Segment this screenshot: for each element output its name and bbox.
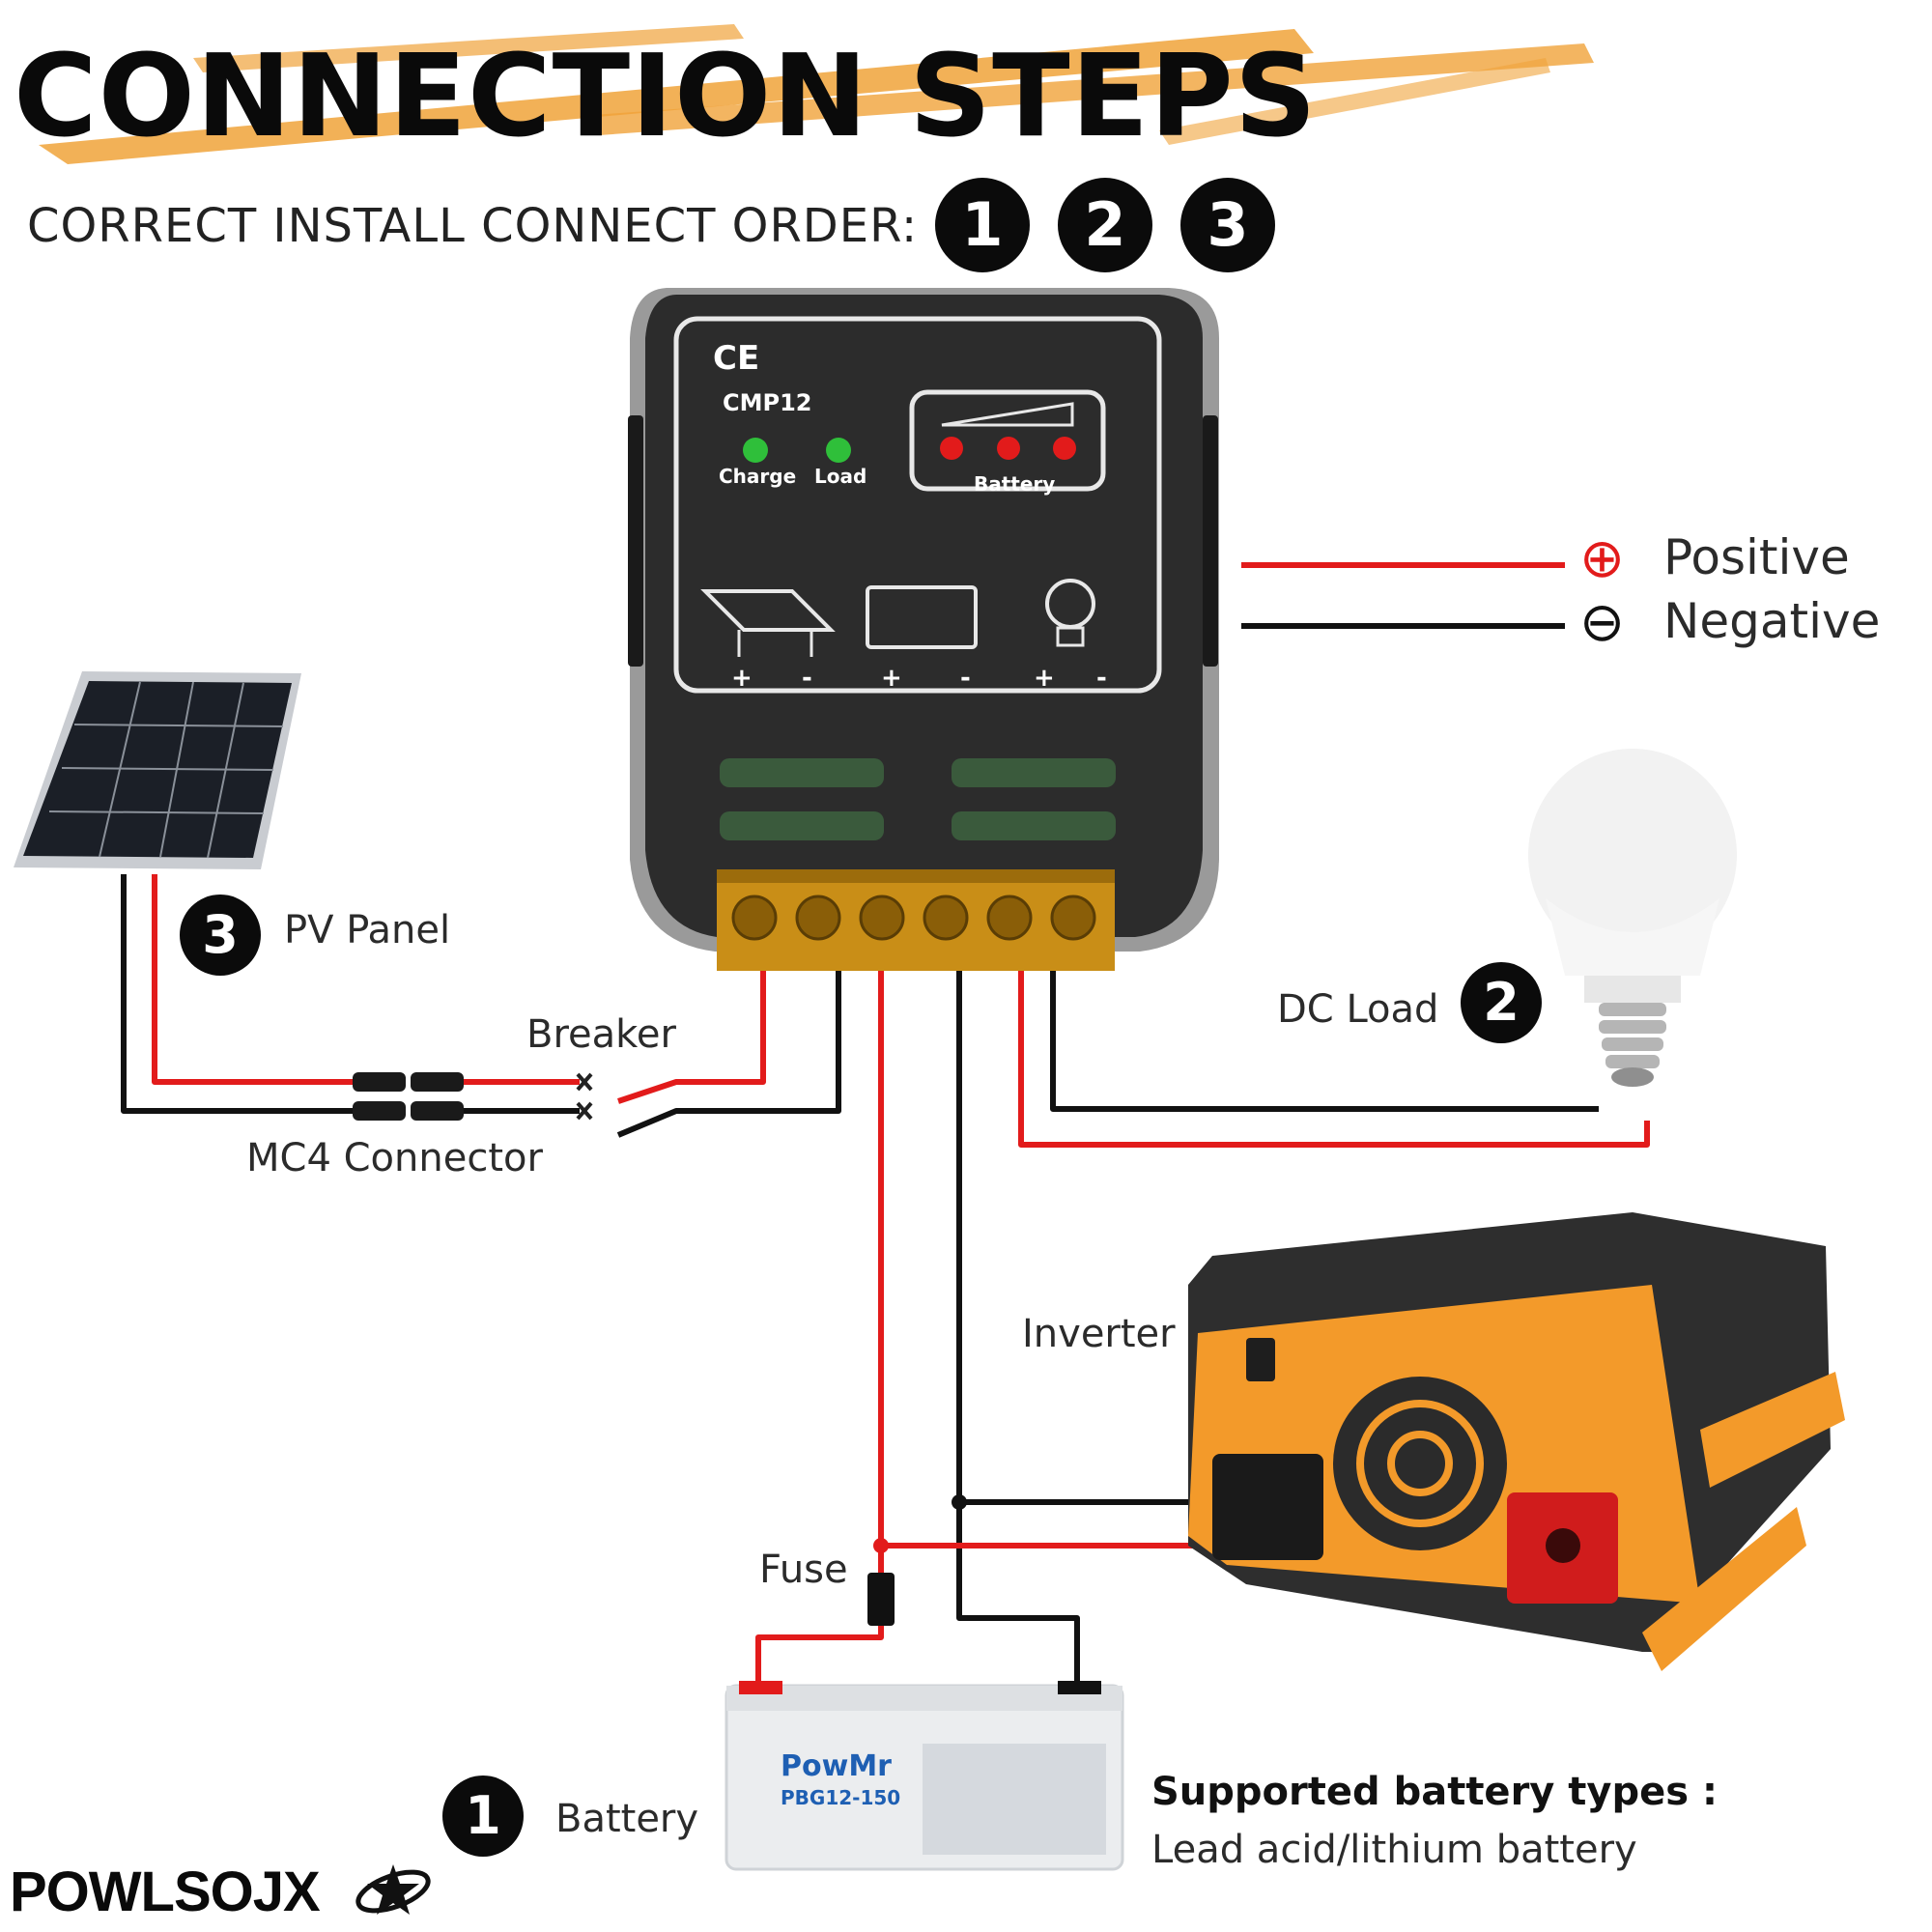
battery-negative-wire [956,971,1080,1695]
legend-positive-label: Positive [1663,529,1850,585]
page-subtitle: CORRECT INSTALL CONNECT ORDER: [27,199,919,253]
indicator-load-label: Load [814,465,867,488]
battery-brand: PowMr [781,1749,892,1783]
page-title: CONNECTION STEPS [14,29,1318,162]
order-badge-3: 3 [1180,178,1275,272]
order-badge-1: 1 [935,178,1030,272]
pv-panel-label: PV Panel [284,908,451,952]
pv-step-badge: 3 [180,895,261,976]
terminal-sign-pv-neg: - [802,664,812,693]
terminal-sign-bat-pos: + [881,664,902,693]
pv-positive-wire [152,874,362,1085]
ce-mark: CE [713,339,759,378]
dc-load-step-badge: 2 [1461,962,1542,1043]
indicator-charge-label: Charge [719,465,796,488]
charge-controller [628,288,1219,971]
negative-icon: ⊖ [1579,591,1625,654]
inverter-image [1188,1212,1845,1671]
battery-model: PBG12-150 [781,1786,900,1809]
solar-panel-image [14,671,301,869]
breaker-label: Breaker [526,1012,676,1057]
terminal-sign-pv-pos: + [731,664,753,693]
terminal-sign-load-neg: - [1096,664,1107,693]
mc4-connectors [353,1072,464,1121]
terminal-sign-load-pos: + [1034,664,1055,693]
mc4-connector-label: MC4 Connector [246,1136,543,1180]
battery-step-badge: 1 [442,1776,524,1857]
order-badge-2: 2 [1058,178,1152,272]
battery-label: Battery [555,1797,699,1841]
brand-logo-text: POWLSOJX [10,1861,321,1923]
indicator-battery-label: Battery [974,472,1055,496]
dc-load-label: DC Load [1277,987,1439,1032]
fuse-body [867,1573,895,1626]
light-bulb-image [1528,749,1737,1087]
brand-star-icon [355,1864,431,1915]
breaker-switch [576,1072,593,1121]
inverter-label: Inverter [1022,1312,1176,1356]
load-negative-wire [1050,971,1599,1112]
battery-image: PowMr PBG12-150 [724,1681,1124,1871]
supported-heading: Supported battery types : [1151,1770,1718,1814]
controller-model: CMP12 [723,389,811,416]
pv-negative-wire [121,874,367,1114]
fuse-label: Fuse [759,1548,848,1592]
terminal-sign-bat-neg: - [960,664,971,693]
load-positive-wire [1018,971,1650,1148]
positive-icon: ⊕ [1579,527,1625,590]
legend-negative-label: Negative [1663,593,1881,649]
title-brush-strokes [39,24,1594,164]
supported-types: Lead acid/lithium battery [1151,1828,1637,1872]
